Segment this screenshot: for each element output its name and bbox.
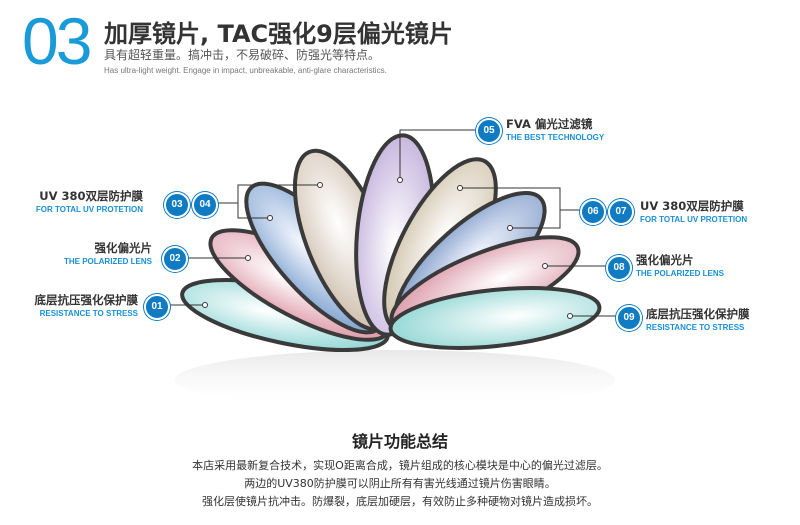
label-en: RESISTANCE TO STRESS — [39, 309, 138, 318]
lens-layer-09 — [388, 286, 602, 350]
label-layer-05: FVA 偏光过滤镜 THE BEST TECHNOLOGY — [506, 116, 604, 142]
badge-02: 02 — [162, 246, 188, 272]
page-title: 加厚镜片, TAC强化9层偏光镜片 — [104, 20, 453, 48]
label-en: FOR TOTAL UV PROTETION — [640, 215, 748, 224]
label-en: RESISTANCE TO STRESS — [646, 323, 745, 332]
badge-04: 04 — [192, 192, 218, 218]
label-en: THE POLARIZED LENS — [636, 269, 725, 278]
label-en: THE BEST TECHNOLOGY — [506, 133, 605, 142]
subtitle-en: Has ultra-light weight. Engage in impact… — [104, 66, 387, 75]
badge-09: 09 — [616, 305, 642, 331]
lens-reflection — [175, 350, 615, 410]
label-cn: 强化偏光片 — [94, 241, 153, 255]
label-cn: UV 380双层防护膜 — [640, 199, 744, 213]
summary-title: 镜片功能总结 — [351, 432, 448, 451]
label-layer-01: 底层抗压强化保护膜 RESISTANCE TO STRESS — [35, 292, 139, 318]
label-cn: 强化偏光片 — [636, 253, 694, 267]
section-number: 03 — [22, 4, 92, 78]
label-cn: 底层抗压强化保护膜 — [646, 307, 750, 321]
summary-line-1: 本店采用最新复合技术，实现O距离合成，镜片组成的核心模块是中心的偏光过滤层。 — [192, 459, 608, 472]
label-en: THE POLARIZED LENS — [63, 257, 152, 266]
label-cn: UV 380双层防护膜 — [39, 189, 143, 203]
summary-line-2: 两边的UV380防护膜可以阴止所有有害光线通过镜片伤害眼睛。 — [244, 477, 556, 490]
label-en: FOR TOTAL UV PROTETION — [35, 205, 143, 214]
label-cn: 底层抗压强化保护膜 — [34, 293, 139, 307]
badge-05: 05 — [476, 118, 502, 144]
label-layer-08: 强化偏光片 THE POLARIZED LENS — [636, 252, 724, 278]
badge-08: 08 — [606, 255, 632, 281]
badge-07: 07 — [608, 199, 634, 225]
badge-01: 01 — [144, 294, 170, 320]
summary-line-3: 强化层使镜片抗冲击。防爆裂，底层加硬层，有效防止多种硬物对镜片造成损坏。 — [202, 495, 598, 508]
callout-lines — [168, 129, 618, 319]
label-layer-02: 强化偏光片 THE POLARIZED LENS — [64, 240, 152, 266]
lens-stack — [180, 133, 602, 353]
label-layer-03-04: UV 380双层防护膜 FOR TOTAL UV PROTETION — [36, 188, 143, 214]
label-layer-06-07: UV 380双层防护膜 FOR TOTAL UV PROTETION — [640, 198, 747, 224]
subtitle-cn: 具有超轻重量。搞冲击，不易破碎、防强光等特点。 — [104, 48, 381, 62]
label-cn: FVA 偏光过滤镜 — [506, 117, 593, 131]
badge-03: 03 — [164, 192, 190, 218]
badge-06: 06 — [580, 199, 606, 225]
label-layer-09: 底层抗压强化保护膜 RESISTANCE TO STRESS — [646, 306, 750, 332]
